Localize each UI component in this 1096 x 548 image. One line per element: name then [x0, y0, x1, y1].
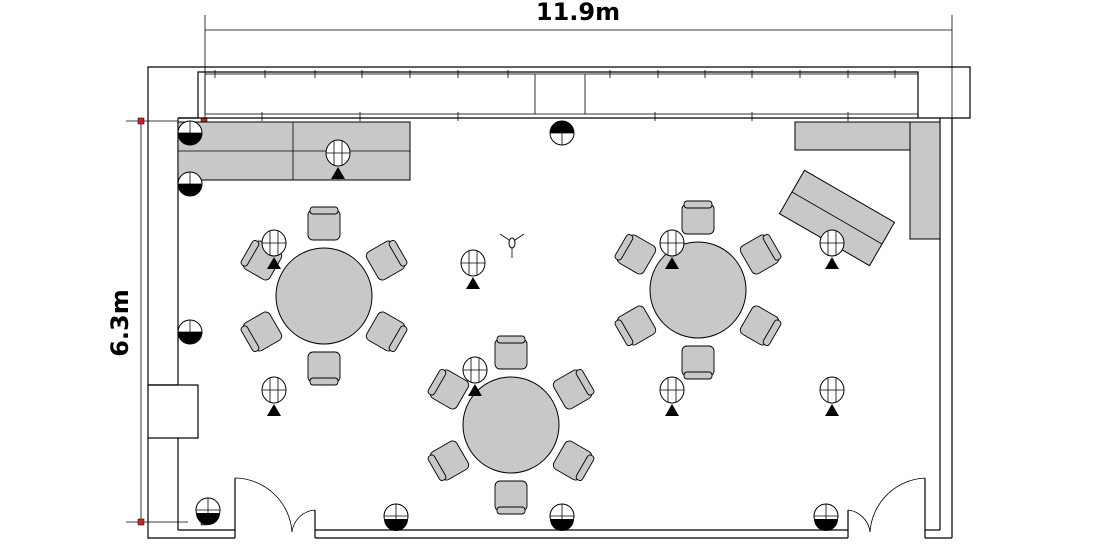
window-mullions [214, 70, 896, 121]
door-right[interactable] [847, 477, 926, 538]
chair [427, 369, 470, 410]
light-fixture-icon [325, 139, 351, 179]
chair [614, 234, 657, 275]
spotlight-icon [499, 233, 525, 258]
wall-lamp-icon [177, 171, 203, 197]
light-fixture-icon [659, 229, 685, 269]
light-fixture-icon [819, 229, 845, 269]
chair [240, 311, 283, 352]
chair [307, 351, 341, 386]
round-table-right [427, 335, 595, 515]
wall-lamp-icon [549, 503, 575, 531]
survey-marker-icon [137, 518, 145, 526]
survey-marker-icon [137, 117, 145, 125]
chair [739, 234, 782, 275]
light-fixture-icon [261, 376, 287, 416]
door-left[interactable] [234, 477, 316, 538]
chair [494, 335, 528, 370]
round-table-center [614, 200, 782, 380]
chair [552, 440, 595, 481]
counter-top-right [794, 121, 941, 240]
wall-lamp-icon [383, 503, 409, 531]
wall-lamp-icon [177, 120, 203, 146]
wall-lamp-icon [177, 319, 203, 345]
table-top [275, 247, 373, 345]
table-top [462, 376, 560, 474]
tables-layer [240, 200, 782, 515]
chair [614, 305, 657, 346]
table-top [649, 241, 747, 339]
chair [494, 480, 528, 515]
chair [427, 440, 470, 481]
lights-layer [177, 120, 845, 531]
chair [307, 206, 341, 241]
light-fixture-icon [659, 376, 685, 416]
width-label: 11.9m [536, 0, 620, 26]
chair [739, 305, 782, 346]
round-table-left [240, 206, 408, 386]
chair [681, 345, 715, 380]
chair [552, 369, 595, 410]
chair [365, 240, 408, 281]
light-fixture-icon [261, 229, 287, 269]
height-label: 6.3m [106, 289, 134, 357]
chair [681, 200, 715, 235]
light-fixture-icon [460, 249, 486, 289]
wall-lamp-icon [549, 120, 575, 146]
wall-lamp-icon [195, 497, 221, 525]
counter-top-left [177, 121, 411, 181]
width-dimension: 11.9m [204, 0, 953, 118]
wall-lamp-icon [813, 503, 839, 531]
light-fixture-icon [819, 376, 845, 416]
chair [365, 311, 408, 352]
light-fixture-icon [462, 356, 488, 396]
